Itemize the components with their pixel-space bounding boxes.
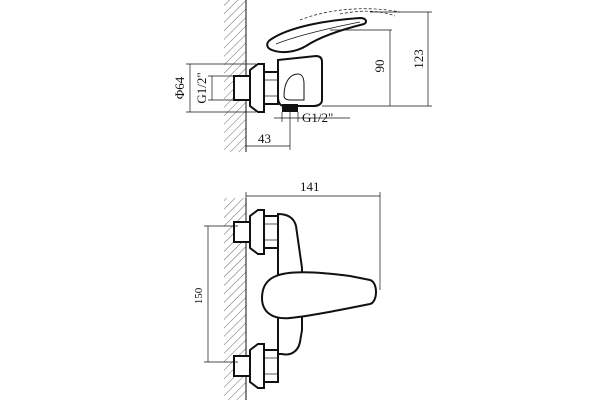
side-view: 123 90 Φ64 G1/2" G1/2" 43	[172, 0, 432, 152]
lower-hex-nut	[263, 349, 279, 383]
outlet-nozzle-side	[282, 104, 298, 112]
body-cutout-side	[283, 73, 305, 101]
upper-flange	[249, 209, 265, 255]
dim-outlet-thread: G1/2"	[302, 110, 333, 125]
faucet-body-side	[277, 54, 323, 107]
dim-150: 150	[193, 287, 205, 304]
upper-inlet-pipe	[233, 221, 251, 243]
flange-side	[249, 63, 265, 113]
front-view: 141 150	[193, 179, 381, 400]
dim-phi64: Φ64	[172, 76, 187, 99]
lower-inlet-pipe	[233, 355, 251, 377]
handle-lever-front	[260, 271, 377, 320]
lower-flange	[249, 343, 265, 389]
dim-43: 43	[258, 131, 271, 146]
upper-hex-nut	[263, 215, 279, 249]
hex-nut-side	[263, 71, 279, 105]
dim-123: 123	[411, 49, 426, 69]
dim-90: 90	[372, 60, 387, 73]
dim-141: 141	[300, 179, 320, 194]
handle-lever-side	[266, 16, 368, 54]
wall-hatch-bottom	[224, 198, 246, 400]
dim-inlet-thread: G1/2"	[194, 72, 209, 103]
inlet-pipe-side	[233, 75, 251, 101]
lever-motion-arc	[299, 8, 401, 21]
